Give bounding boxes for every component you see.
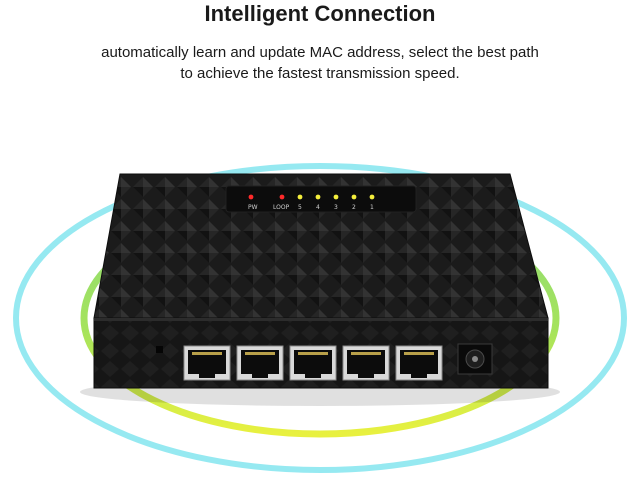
led-indicator-icon — [333, 194, 339, 200]
led-panel — [225, 185, 417, 213]
ethernet-port-icon — [342, 345, 390, 381]
port-label-1: 1 — [370, 204, 374, 211]
loop-label: LOOP — [273, 204, 290, 211]
headline: Intelligent Connection — [204, 1, 436, 26]
reset-hole — [156, 346, 163, 353]
power-jack-icon — [457, 343, 493, 375]
led-labels: PW LOOP 5 4 3 2 1 — [248, 204, 374, 211]
led-indicator-icon — [297, 194, 303, 200]
ethernet-port-icon — [395, 345, 443, 381]
outer-signal-ring — [13, 163, 627, 473]
led-indicators — [248, 194, 375, 200]
led-indicator-icon — [351, 194, 357, 200]
subtitle-line-1: automatically learn and update MAC addre… — [101, 44, 539, 61]
subtitle: automatically learn and update MAC addre… — [0, 42, 640, 84]
led-indicator-icon — [315, 194, 321, 200]
pw-label: PW — [248, 204, 258, 211]
ethernet-port-icon — [236, 345, 284, 381]
port-label-2: 2 — [352, 204, 356, 211]
ethernet-ports — [183, 345, 443, 381]
port-label-4: 4 — [316, 204, 320, 211]
led-indicator-icon — [369, 194, 375, 200]
subtitle-line-2: to achieve the fastest transmission spee… — [180, 65, 460, 82]
led-indicator-icon — [279, 194, 285, 200]
port-label-3: 3 — [334, 204, 338, 211]
led-indicator-icon — [248, 194, 254, 200]
port-label-5: 5 — [298, 204, 302, 211]
ethernet-port-icon — [289, 345, 337, 381]
ethernet-port-icon — [183, 345, 231, 381]
